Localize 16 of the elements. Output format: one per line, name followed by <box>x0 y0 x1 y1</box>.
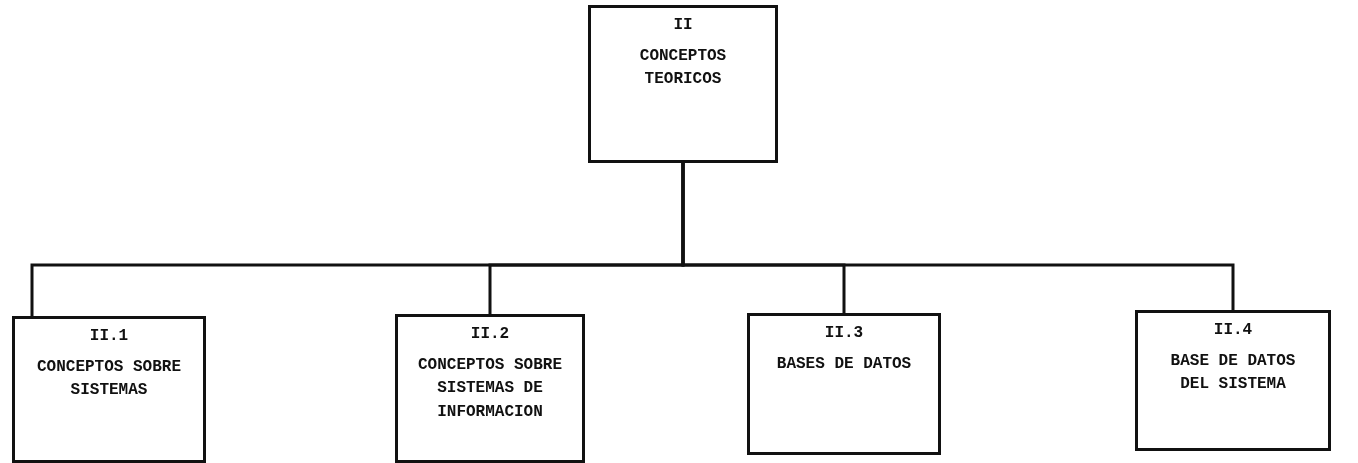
process-box <box>12 316 206 463</box>
section-title: CONCEPTOS SOBRE SISTEMAS DE INFORMACION <box>417 355 563 423</box>
process-box <box>395 314 585 463</box>
process-box <box>1135 310 1331 451</box>
section-title: CONCEPTOS TEORICOS <box>638 46 728 91</box>
section-number: II.4 <box>1213 320 1253 341</box>
section-number: II.1 <box>89 326 129 347</box>
process-box <box>747 313 941 455</box>
process-box <box>588 5 778 163</box>
section-number: II <box>673 15 693 36</box>
connector-line <box>681 163 1235 310</box>
section-title: BASE DE DATOS DEL SISTEMA <box>1169 351 1297 396</box>
section-title: BASES DE DATOS <box>775 354 913 376</box>
section-title: CONCEPTOS SOBRE SISTEMAS <box>36 357 182 402</box>
section-number: II.2 <box>470 324 510 345</box>
section-number: II.3 <box>824 323 864 344</box>
